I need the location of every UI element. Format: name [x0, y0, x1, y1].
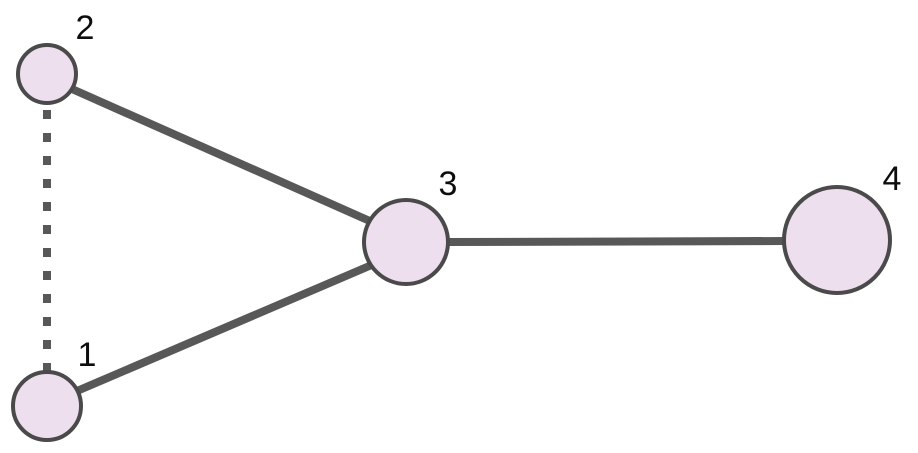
edge-2-3[interactable] [70, 85, 374, 226]
edge-3-4[interactable] [447, 237, 785, 246]
edge-layer [43, 85, 785, 395]
node-label-3: 3 [439, 165, 458, 203]
node-label-4: 4 [883, 160, 902, 198]
node-2[interactable] [16, 43, 78, 105]
node-4[interactable] [782, 185, 892, 295]
node-label-1: 1 [78, 336, 97, 374]
node-3[interactable] [362, 198, 450, 286]
label-layer: 1 2 3 4 [76, 9, 902, 374]
node-label-2: 2 [76, 9, 95, 47]
node-1[interactable] [11, 370, 83, 442]
edge-1-3[interactable] [75, 260, 376, 395]
node-layer [11, 43, 892, 442]
